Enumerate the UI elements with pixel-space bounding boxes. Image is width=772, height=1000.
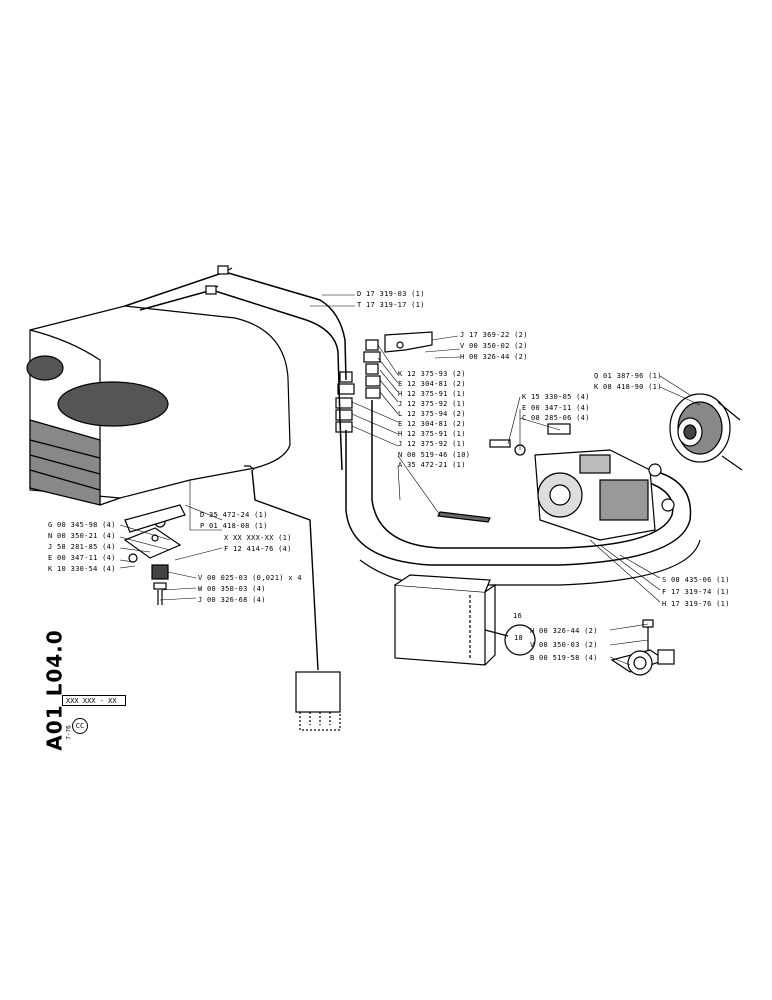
part-label: E 12 304-81 (2) (398, 380, 466, 388)
part-label: L 12 375-94 (2) (398, 410, 466, 418)
part-label: D 35 472-24 (1) (200, 511, 268, 519)
part-label: X XX XXX-XX (1) (224, 534, 292, 542)
part-label: H 00 326-44 (2) (460, 353, 528, 361)
part-label: K 15 330-05 (4) (522, 393, 590, 401)
part-label: D 17 319-03 (1) (357, 290, 425, 298)
part-label: K 10 330-54 (4) (48, 565, 116, 573)
hose-loop-outer (345, 430, 692, 566)
hose-d (124, 271, 347, 381)
cc-mark: CC (72, 718, 88, 734)
part-label: J 17 369-22 (2) (460, 331, 528, 339)
part-label: P 01 418-08 (1) (200, 522, 268, 530)
drawing-code: A01 L04.0 (42, 629, 67, 751)
bracket (384, 331, 433, 353)
part-label: E 00 347-11 (4) (522, 404, 590, 412)
part-label: N 00 519-46 (10) (398, 451, 471, 459)
part-label: K 08 418-90 (1) (594, 383, 662, 391)
part-label: W 00 350-03 (4) (198, 585, 266, 593)
hose-t (139, 289, 343, 471)
part-label: B 00 519-58 (4) (530, 654, 598, 662)
connector-socket (504, 624, 536, 656)
part-label: A 35 472-21 (1) (398, 461, 466, 469)
part-label: F 12 414-76 (4) (224, 545, 292, 553)
hydraulic-pump (534, 449, 656, 541)
part-label: E 12 304-81 (2) (398, 420, 466, 428)
part-label: H 12 375-91 (1) (398, 430, 466, 438)
part-label: G 00 345-98 (4) (48, 521, 116, 529)
part-label: V 00 025-03 (0,021) x 4 (198, 574, 302, 582)
part-label: H 12 375-91 (1) (398, 390, 466, 398)
pulley (669, 393, 743, 471)
part-label: N 00 350-21 (4) (48, 532, 116, 540)
electrical-cable (251, 469, 319, 671)
date-mark: 7-76 (65, 725, 73, 740)
part-label: F 17 319-74 (1) (662, 588, 730, 596)
part-label: E 00 347-11 (4) (48, 554, 116, 562)
coupling-stack (335, 339, 381, 433)
reference-box: XXX XXX - XX (62, 695, 126, 706)
part-label: J 58 281-85 (4) (48, 543, 116, 551)
part-label: T 17 319-17 (1) (357, 301, 425, 309)
cooler-housing (26, 305, 291, 506)
part-label: J 12 375-92 (1) (398, 400, 466, 408)
part-label: H 17 319-76 (1) (662, 600, 730, 608)
part-label: H 00 326-44 (2) (530, 627, 598, 635)
part-label: V 00 350-03 (2) (530, 641, 598, 649)
part-label: J 00 326-68 (4) (198, 596, 266, 604)
mounting-bracket (123, 504, 186, 605)
part-label: V 00 350-02 (2) (460, 342, 528, 350)
part-label: Q 01 387-96 (1) (594, 372, 662, 380)
part-label: J 12 375-92 (1) (398, 440, 466, 448)
connector-number: 16 (513, 612, 523, 620)
part-label: C 08 285-06 (4) (522, 414, 590, 422)
part-label: S 08 435-06 (1) (662, 576, 730, 584)
control-box (394, 574, 496, 666)
connector-pin: 18 (514, 634, 524, 642)
clamp-assembly (610, 619, 675, 676)
part-label: K 12 375-93 (2) (398, 370, 466, 378)
